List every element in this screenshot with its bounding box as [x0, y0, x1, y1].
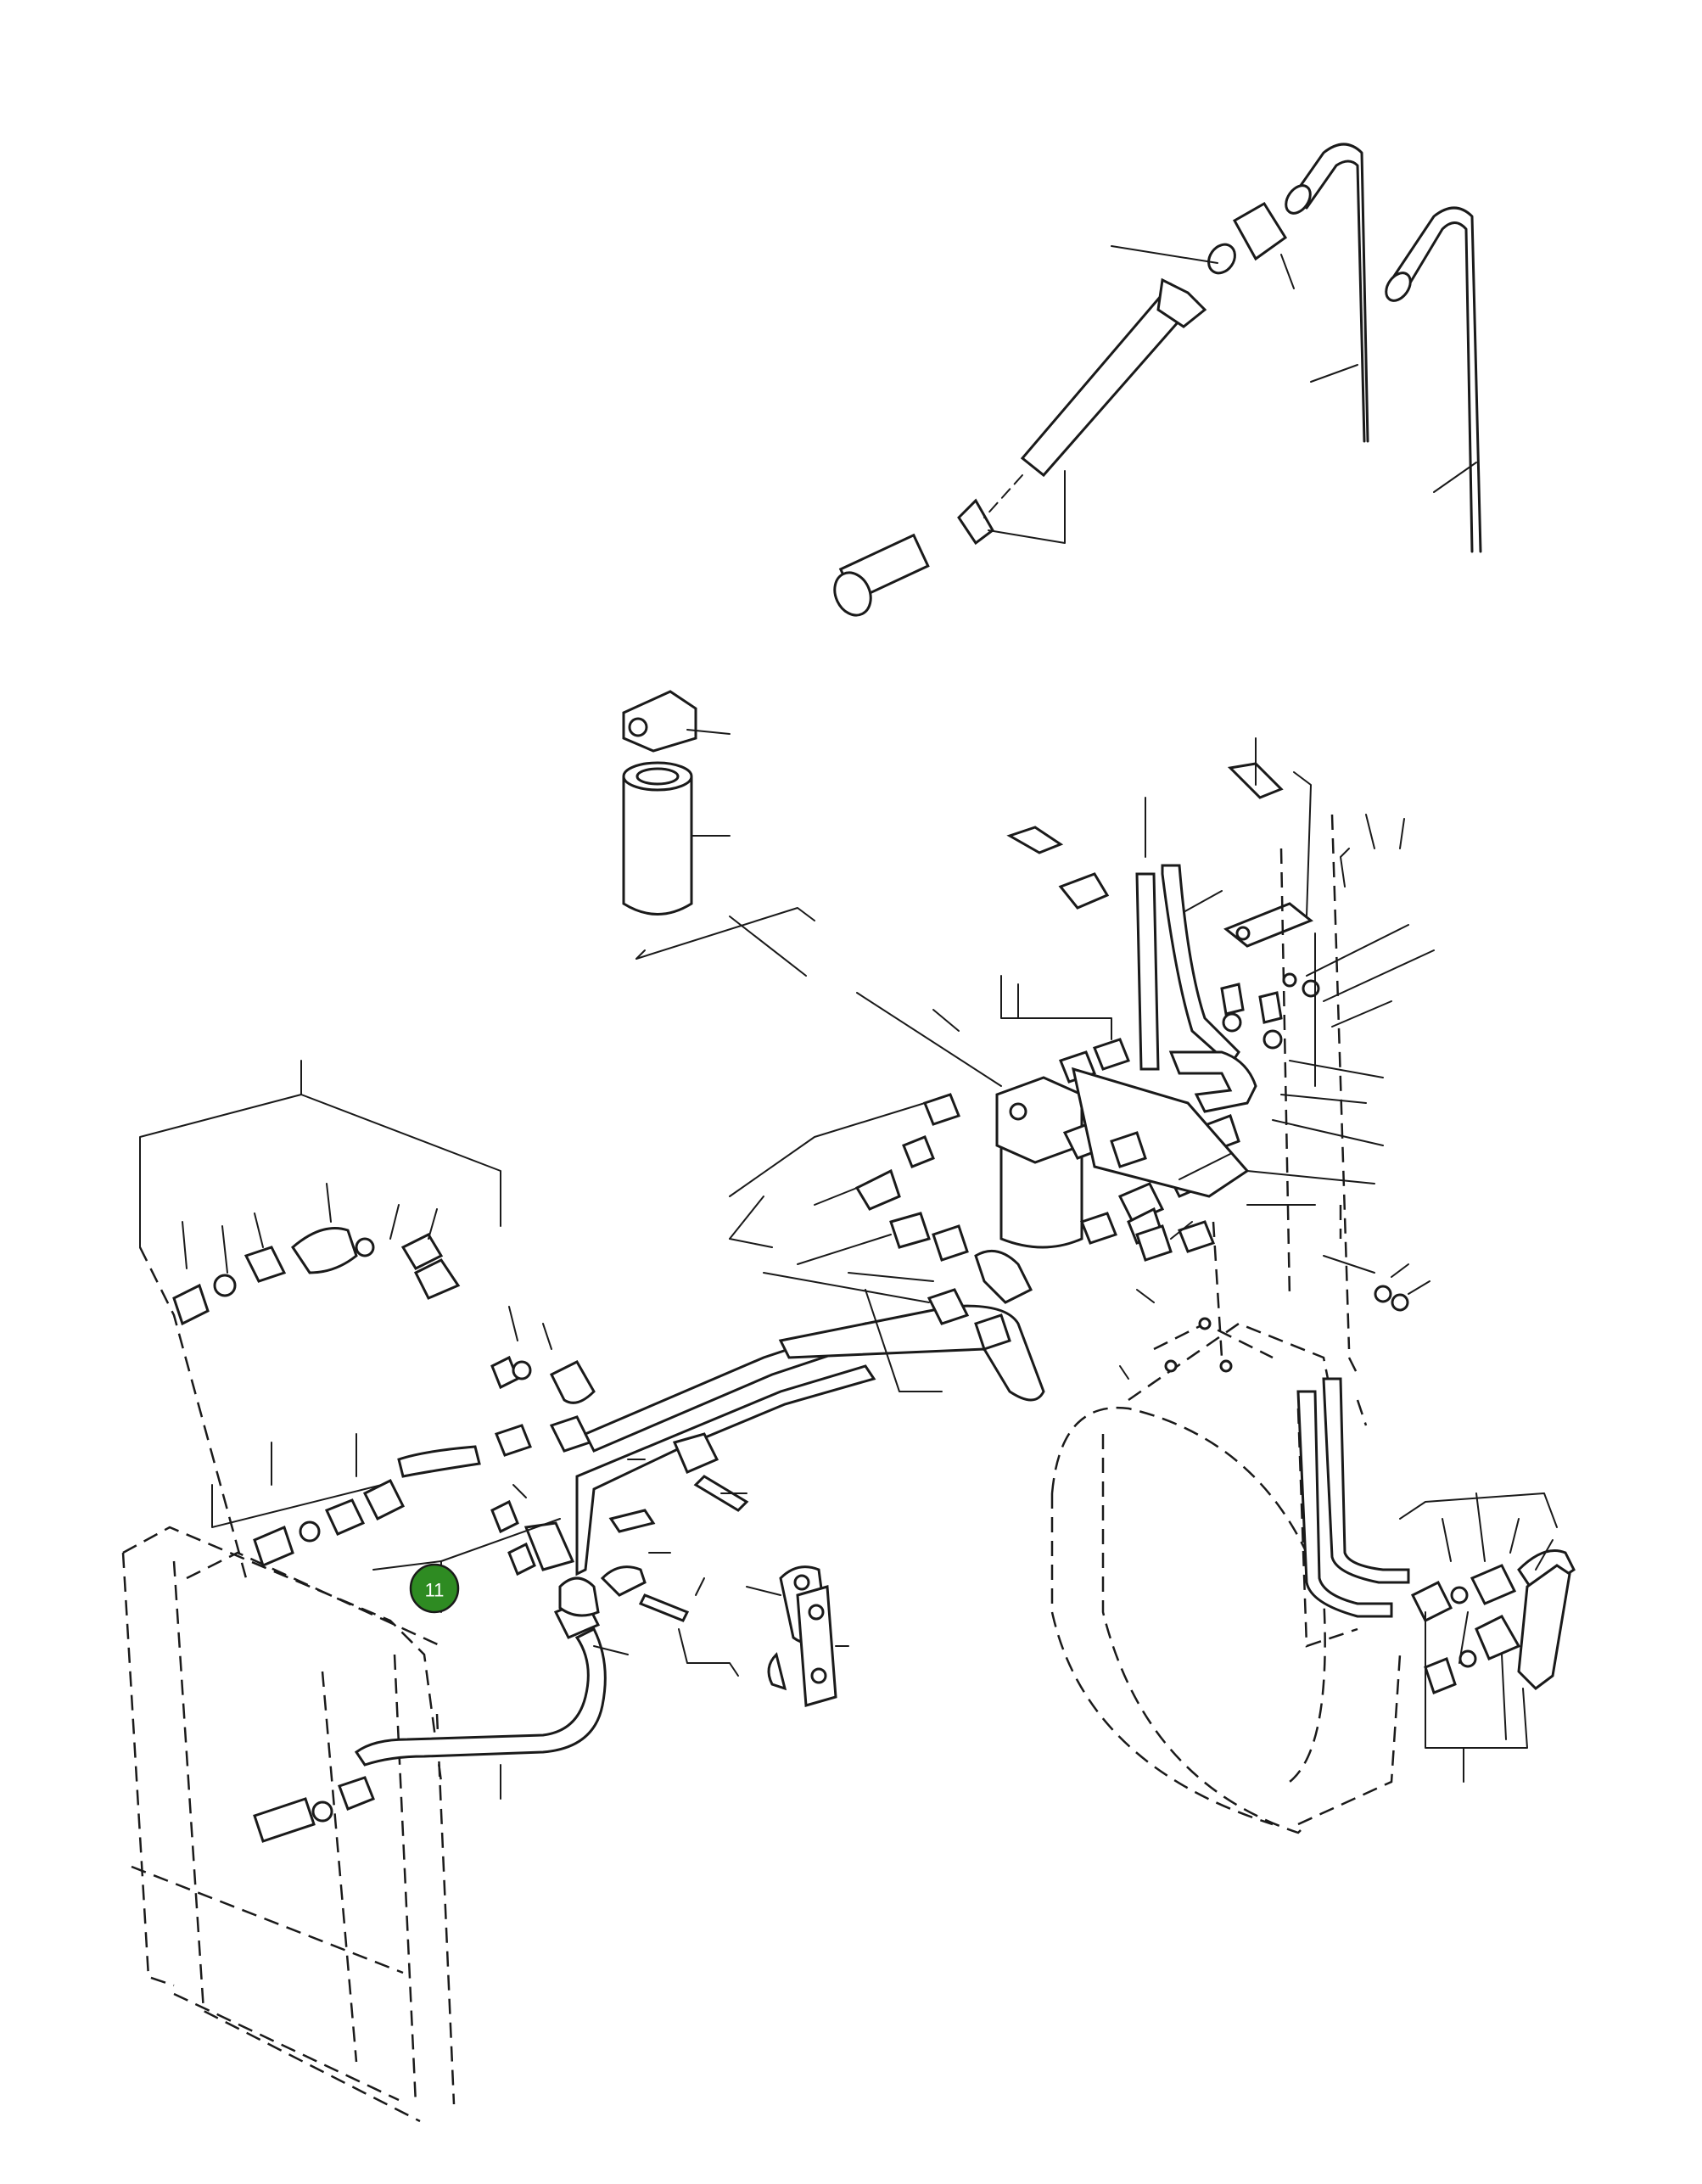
radiator-fittings: [211, 1433, 406, 1843]
radiator-outline: [121, 1246, 456, 2123]
long-tube-middle: [575, 1304, 1045, 1576]
callout-label: 11: [425, 1580, 445, 1601]
callout-badge[interactable]: [409, 1563, 460, 1614]
hose-rubber-upper: [397, 1415, 592, 1478]
filter-element: [622, 761, 815, 977]
small-bracket-plate: [767, 1585, 849, 1707]
filter-head: [622, 690, 731, 753]
callout-11[interactable]: 11: [409, 1563, 460, 1614]
hose-lower: [354, 1576, 629, 1800]
right-vertical-tubes: [1000, 737, 1435, 1380]
left-fitting-group: [139, 1060, 501, 1326]
far-right-fittings: [1296, 1377, 1576, 1783]
upper-tube-assembly: [833, 143, 1482, 617]
engine-housing-outline: [1050, 814, 1402, 1834]
